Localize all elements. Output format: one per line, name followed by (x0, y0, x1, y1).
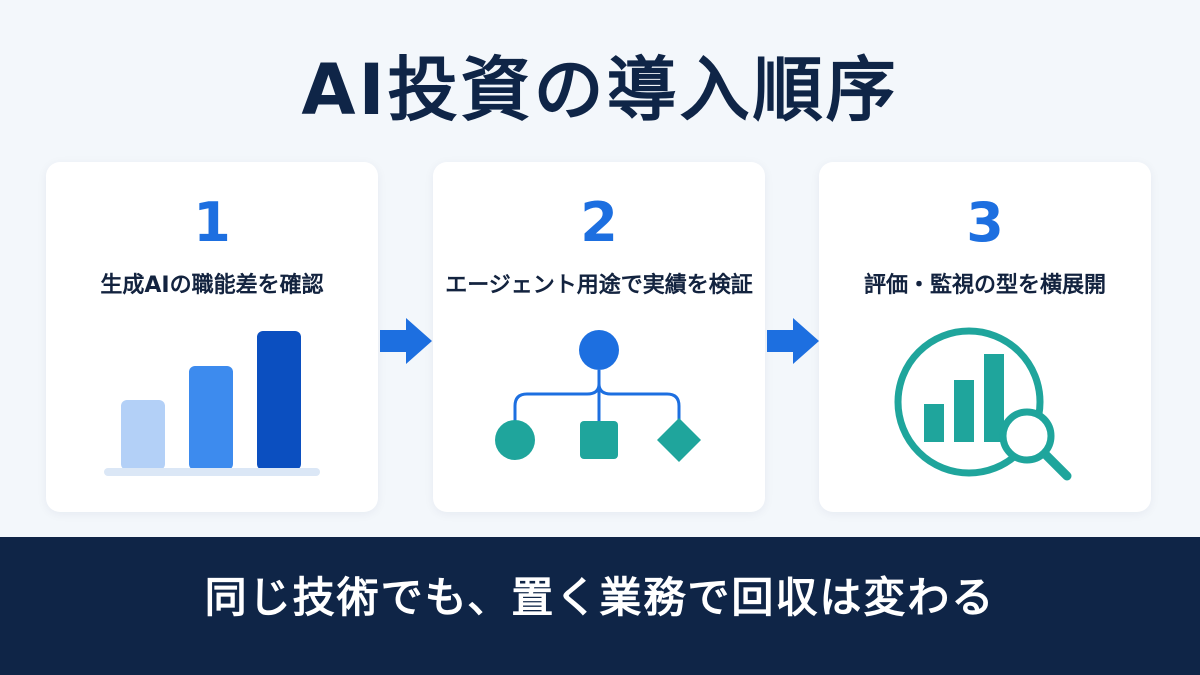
child-node-diamond (657, 418, 701, 462)
step-label-3: 評価・監視の型を横展開 (863, 273, 1106, 298)
magnifier-handle (1040, 449, 1072, 481)
bar-chart-icon (104, 331, 320, 476)
analytics-magnifier-icon (894, 327, 1072, 481)
chart-baseline (104, 468, 320, 476)
flow-hierarchy-icon (495, 330, 701, 462)
mini-bar-3 (984, 354, 1004, 442)
page-title: AI投資の導入順序 (301, 49, 899, 131)
bottom-banner: 同じ技術でも、置く業務で回収は変わる (0, 537, 1200, 675)
arrow-right-icon (767, 318, 819, 364)
child-node-circle (495, 420, 535, 460)
child-node-square (580, 421, 618, 459)
step-label-2: エージェント用途で実績を検証 (445, 273, 753, 298)
mini-bar-2 (954, 380, 974, 442)
step-label-1: 生成AIの職能差を確認 (100, 273, 324, 298)
bar-medium (189, 366, 233, 470)
bar-tall (257, 331, 301, 470)
root-node (579, 330, 619, 370)
outer-ring (894, 327, 1044, 477)
arrow-right-icon (380, 318, 432, 364)
bar-short (121, 400, 165, 470)
mini-bar-1 (924, 404, 944, 442)
magnifier-lens (999, 408, 1055, 464)
step-number-2: 2 (580, 191, 618, 254)
step-number-1: 1 (193, 191, 231, 254)
step-card-2: 2 エージェント用途で実績を検証 (433, 162, 765, 512)
connector-lines (513, 370, 681, 422)
step-card-3: 3 評価・監視の型を横展開 (819, 162, 1151, 512)
step-number-3: 3 (966, 191, 1004, 254)
step-card-1: 1 生成AIの職能差を確認 (46, 162, 378, 512)
tagline: 同じ技術でも、置く業務で回収は変わる (204, 573, 996, 622)
